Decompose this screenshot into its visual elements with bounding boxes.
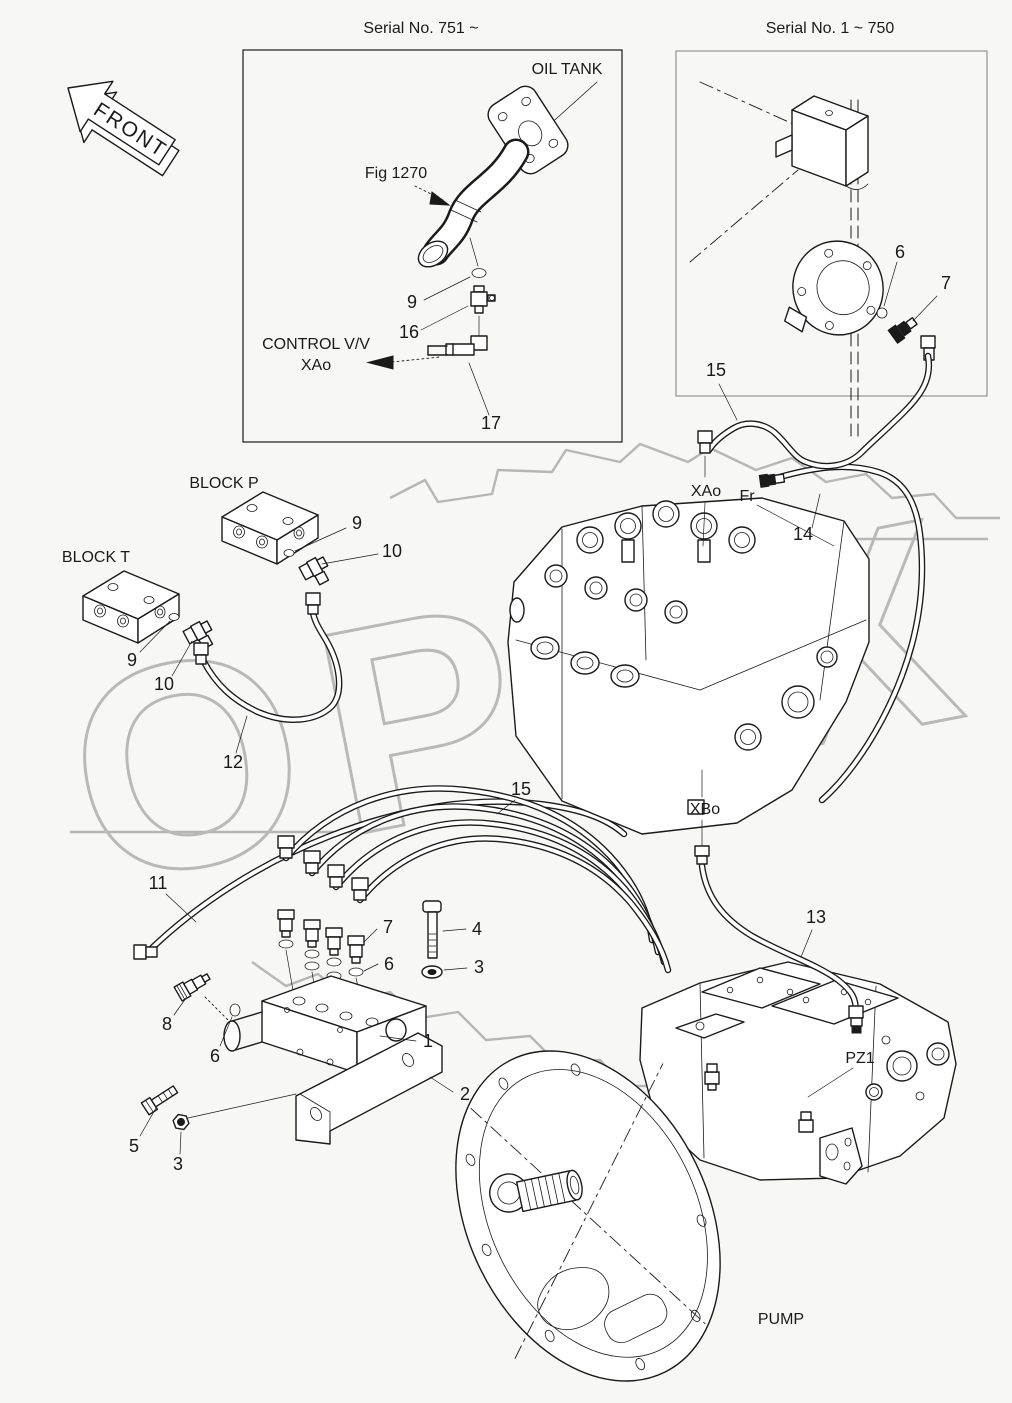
bracket-2	[295, 1032, 443, 1145]
inset-serial-new: Serial No. 751 ~	[242, 20, 623, 443]
control-vv-xao-label: XAo	[301, 357, 331, 374]
hose-bundle-15	[277, 785, 672, 974]
callout-9-block-t: 9	[127, 650, 137, 670]
xao-port: XAo	[691, 430, 721, 547]
fitting-16	[470, 285, 496, 314]
callout-14: 14	[793, 524, 813, 544]
block-t: BLOCK T	[62, 549, 180, 644]
callout-15-inset: 15	[706, 360, 726, 380]
leader-lines	[139, 493, 821, 1155]
callout-15-bundle: 15	[511, 779, 531, 799]
manifold-block-1	[223, 975, 427, 1074]
callout-5-bolt: 5	[129, 1136, 139, 1156]
oring-9-inset	[471, 268, 487, 278]
callout-9-inset: 9	[407, 292, 417, 312]
valve-front-bosses	[530, 636, 640, 688]
inset-new-title: Serial No. 751 ~	[363, 20, 478, 37]
front-arrow: FRONT	[67, 80, 180, 177]
fitting-8	[173, 973, 211, 1002]
pump-label: PUMP	[758, 1311, 804, 1328]
callout-numbers: 9 10 9 10 12 15 14 11 7 4 3 6 8 6 1 2 5 …	[127, 513, 826, 1174]
fig-1270-label: Fig 1270	[365, 165, 427, 182]
callout-10-block-t: 10	[154, 674, 174, 694]
callout-7-fitting: 7	[383, 917, 393, 937]
hose-15-upper	[705, 352, 933, 470]
hose-14	[776, 463, 926, 804]
spline-shaft	[489, 1169, 583, 1213]
nut-3	[172, 1113, 190, 1131]
control-valve-assembly	[507, 497, 870, 835]
xao-label: XAo	[691, 483, 721, 500]
washer-3	[421, 965, 443, 979]
callout-6-oring-left: 6	[210, 1046, 220, 1066]
hose-12	[193, 592, 343, 723]
callout-12: 12	[223, 752, 243, 772]
oring-6-inset	[876, 307, 888, 319]
callout-8-fitting: 8	[162, 1014, 172, 1034]
bolt-4	[422, 900, 442, 959]
fitting-7-inset	[887, 317, 918, 344]
fr-label: Fr	[739, 488, 755, 505]
mount-bracket	[775, 95, 869, 190]
valve-caps-mid-row	[544, 564, 688, 624]
callout-7-inset: 7	[941, 273, 951, 293]
fitting-10-block-t	[182, 620, 214, 650]
pz1-label: PZ1	[845, 1050, 874, 1067]
control-vv-label: CONTROL V/V	[262, 336, 370, 353]
block-p-label: BLOCK P	[189, 475, 258, 492]
elbow-17	[427, 335, 488, 356]
hose-13	[698, 862, 864, 1034]
inset-serial-old: Serial No. 1 ~ 750	[675, 20, 988, 443]
callout-3-nut: 3	[173, 1154, 183, 1174]
xbo-label: XBo	[690, 801, 720, 818]
oil-tank-label: OIL TANK	[532, 61, 603, 78]
manifold-fittings	[277, 909, 367, 1021]
oring-6-left	[229, 1003, 241, 1017]
xbo-port: XBo	[690, 769, 720, 865]
callout-3-washer: 3	[474, 957, 484, 977]
fr-port: Fr	[739, 473, 835, 547]
callout-6-inset: 6	[895, 242, 905, 262]
callout-6-oring-top: 6	[384, 954, 394, 974]
callout-2-bracket: 2	[460, 1084, 470, 1104]
callout-16: 16	[399, 322, 419, 342]
oring-9-block-t	[168, 613, 180, 621]
block-p: BLOCK P	[189, 475, 319, 565]
oil-tank-pipe	[417, 85, 569, 268]
pump-assembly: PUMP	[455, 961, 957, 1382]
block-t-label: BLOCK T	[62, 549, 130, 566]
callout-1-manifold: 1	[423, 1031, 433, 1051]
callout-4-bolt: 4	[472, 919, 482, 939]
pump-mount-tab	[819, 1127, 863, 1185]
callout-11: 11	[149, 873, 168, 893]
callout-13: 13	[806, 907, 826, 927]
bolt-5	[140, 1085, 179, 1116]
inset-old-title: Serial No. 1 ~ 750	[766, 20, 895, 37]
fitting-10-block-p	[298, 556, 330, 586]
callout-10-block-p: 10	[382, 541, 402, 561]
callout-17: 17	[481, 413, 501, 433]
callout-9-block-p: 9	[352, 513, 362, 533]
flange-disc	[784, 240, 884, 336]
pump-bell-housing	[455, 1050, 721, 1382]
oring-9-block-p	[283, 549, 295, 557]
